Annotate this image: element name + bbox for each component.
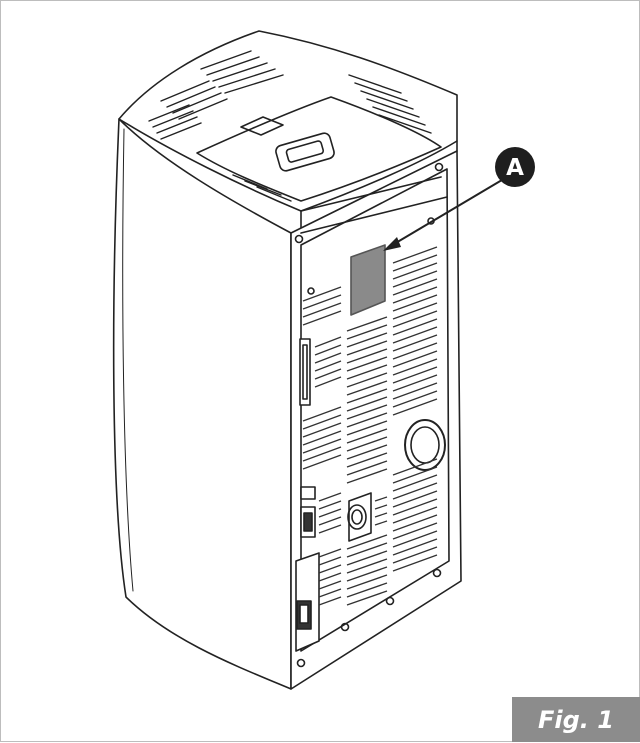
callout-a-marker: A: [495, 147, 535, 187]
top-vents: [148, 50, 432, 202]
callout-a-text: A: [506, 155, 524, 181]
air-inlet-knob: [347, 492, 372, 542]
rear-grille-right: [392, 246, 438, 572]
rear-grille-left: [302, 286, 342, 606]
figure-caption: Fig. 1: [512, 697, 640, 742]
callout-leader: [383, 176, 508, 251]
power-switch-socket: [295, 486, 320, 652]
screws: [294, 162, 444, 668]
left-side-panel: [112, 118, 292, 690]
nameplate: [350, 244, 386, 316]
top-cover: [118, 30, 458, 212]
rear-grille-middle: [346, 316, 388, 606]
top-lid-panel: [196, 96, 442, 202]
